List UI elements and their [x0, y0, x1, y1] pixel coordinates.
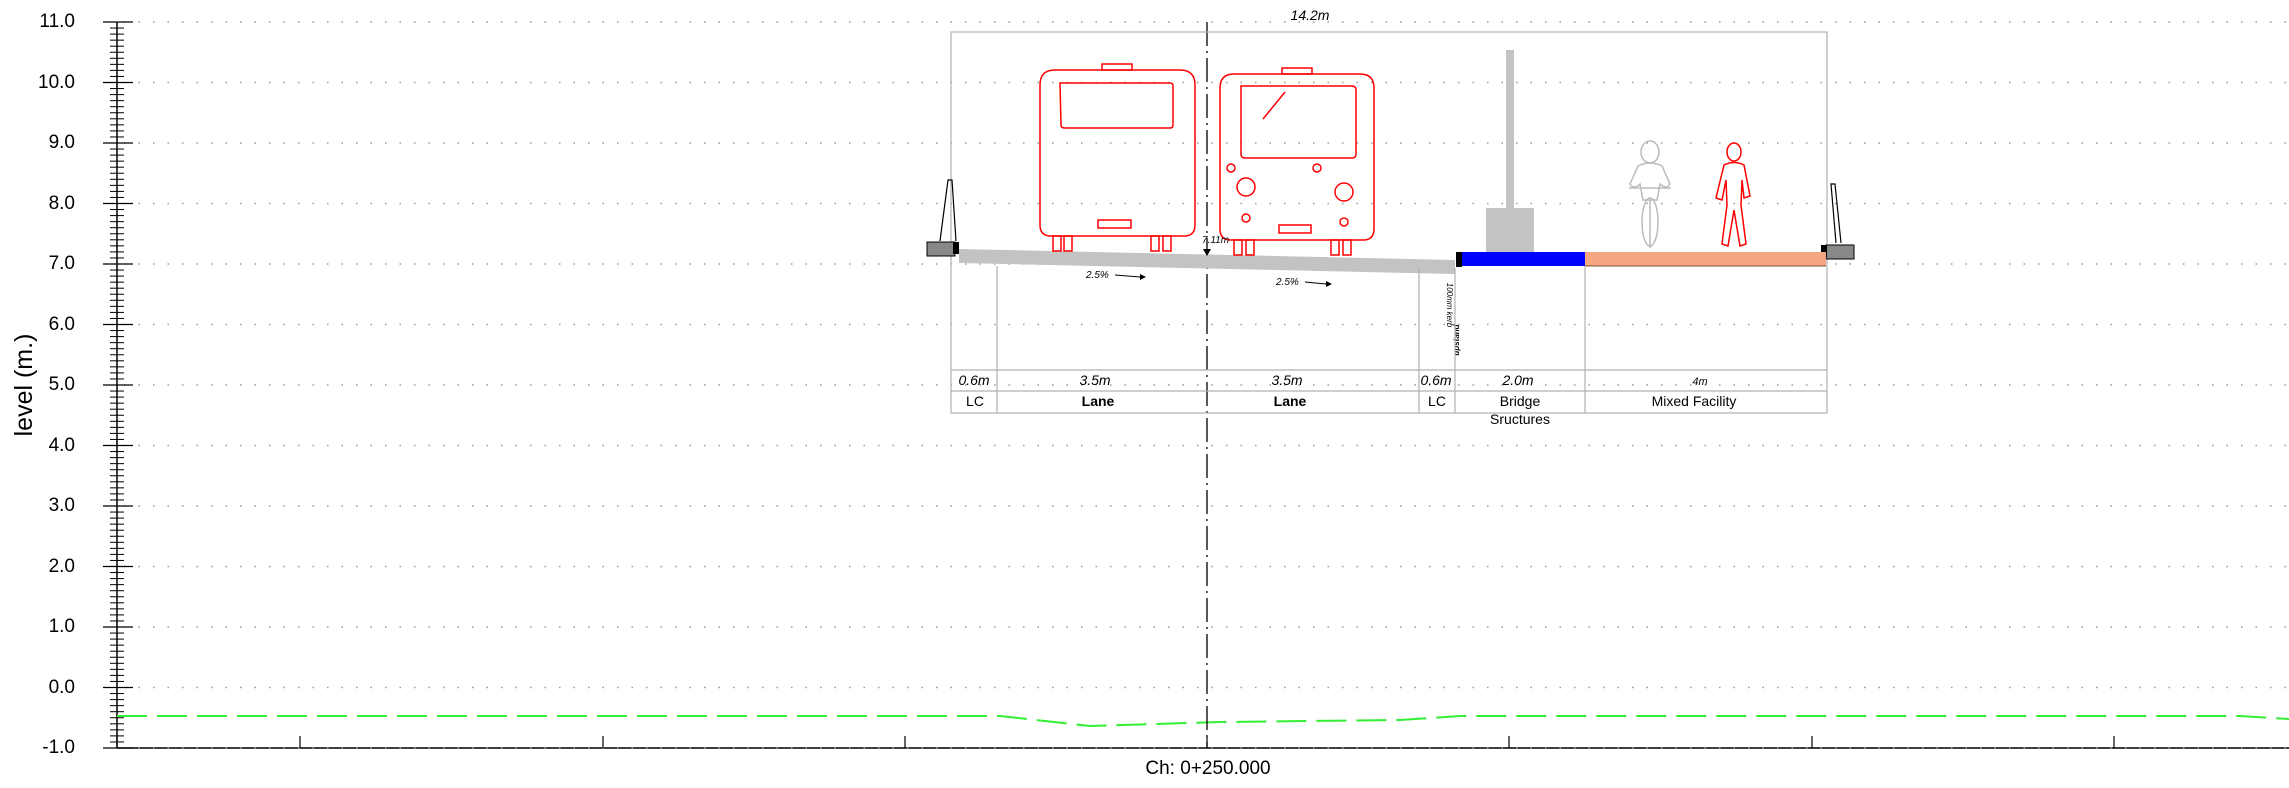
- y-tick-label: 6.0: [49, 314, 75, 335]
- zone-dividers: [951, 266, 1827, 413]
- y-tick-label: 11.0: [39, 11, 75, 32]
- cyclist-icon: [1629, 140, 1671, 248]
- zone-label: Lane: [1274, 393, 1307, 409]
- dimension-label: 4m: [1692, 376, 1707, 388]
- barrier-icon: [1821, 183, 1855, 260]
- zone-label: Lane: [1082, 393, 1115, 409]
- bridge-structure-band: [1462, 252, 1585, 266]
- bus-rear-icon: [1039, 63, 1196, 252]
- dimension-label: 3.5m: [1079, 372, 1110, 388]
- y-tick-label: 2.0: [49, 556, 75, 577]
- zone-sub-label: Sructures: [1490, 411, 1550, 427]
- y-axis-title: level (m.): [10, 334, 38, 437]
- kerb-note-1: 100mm kerb: [1445, 283, 1454, 328]
- pedestrian-icon: [1715, 142, 1751, 247]
- x-ticks: [116, 736, 2115, 748]
- y-tick-label: -1.0: [42, 737, 75, 758]
- light-pole-icon: [1486, 50, 1534, 252]
- section-frame: [950, 31, 1828, 414]
- y-tick-label: 5.0: [49, 374, 75, 395]
- y-minor-ticks: [103, 21, 133, 749]
- y-tick-label: 3.0: [49, 495, 75, 516]
- bus-front-icon: [1219, 67, 1375, 256]
- crossfall-left-arrow: [1114, 274, 1141, 278]
- y-tick-label: 0.0: [49, 677, 75, 698]
- y-tick-labels: 11.0 10.0 9.0 8.0 7.0 6.0 5.0 4.0 3.0 2.…: [38, 11, 75, 758]
- dimension-label: 3.5m: [1271, 372, 1302, 388]
- dimension-label: 2.0m: [1501, 372, 1533, 388]
- zone-label: LC: [1428, 393, 1446, 409]
- y-tick-label: 9.0: [49, 132, 75, 153]
- y-tick-label: 1.0: [49, 616, 75, 637]
- level-mark-label: 7.11m: [1202, 235, 1229, 246]
- level-arrow-head: [1203, 249, 1211, 256]
- y-tick-label: 4.0: [49, 435, 75, 456]
- crossfall-right-arrowhead: [1326, 281, 1332, 287]
- zone-label: LC: [966, 393, 984, 409]
- y-tick-label: 10.0: [38, 72, 75, 93]
- road-pavement: [959, 249, 1455, 274]
- mixed-facility-band: [1585, 252, 1826, 266]
- zone-label: Bridge: [1500, 393, 1541, 409]
- crossfall-left-arrowhead: [1140, 274, 1146, 280]
- crossfall-right-arrow: [1304, 281, 1327, 285]
- dimension-label: 0.6m: [1420, 372, 1451, 388]
- dimension-label: 0.6m: [958, 372, 989, 388]
- crossfall-right-label: 2.5%: [1275, 277, 1299, 288]
- ground-line: [117, 715, 2289, 728]
- total-width-label: 14.2m: [1291, 7, 1330, 23]
- y-tick-label: 8.0: [49, 193, 75, 214]
- zone-label: Mixed Facility: [1652, 393, 1737, 409]
- kerb-block: [1456, 252, 1462, 267]
- barrier-icon: [926, 179, 959, 257]
- crossfall-left-label: 2.5%: [1085, 270, 1109, 281]
- kerb-note-2: upstand: [1452, 323, 1461, 355]
- y-tick-label: 7.0: [49, 253, 75, 274]
- x-axis-chainage-label: Ch: 0+250.000: [1145, 758, 1270, 779]
